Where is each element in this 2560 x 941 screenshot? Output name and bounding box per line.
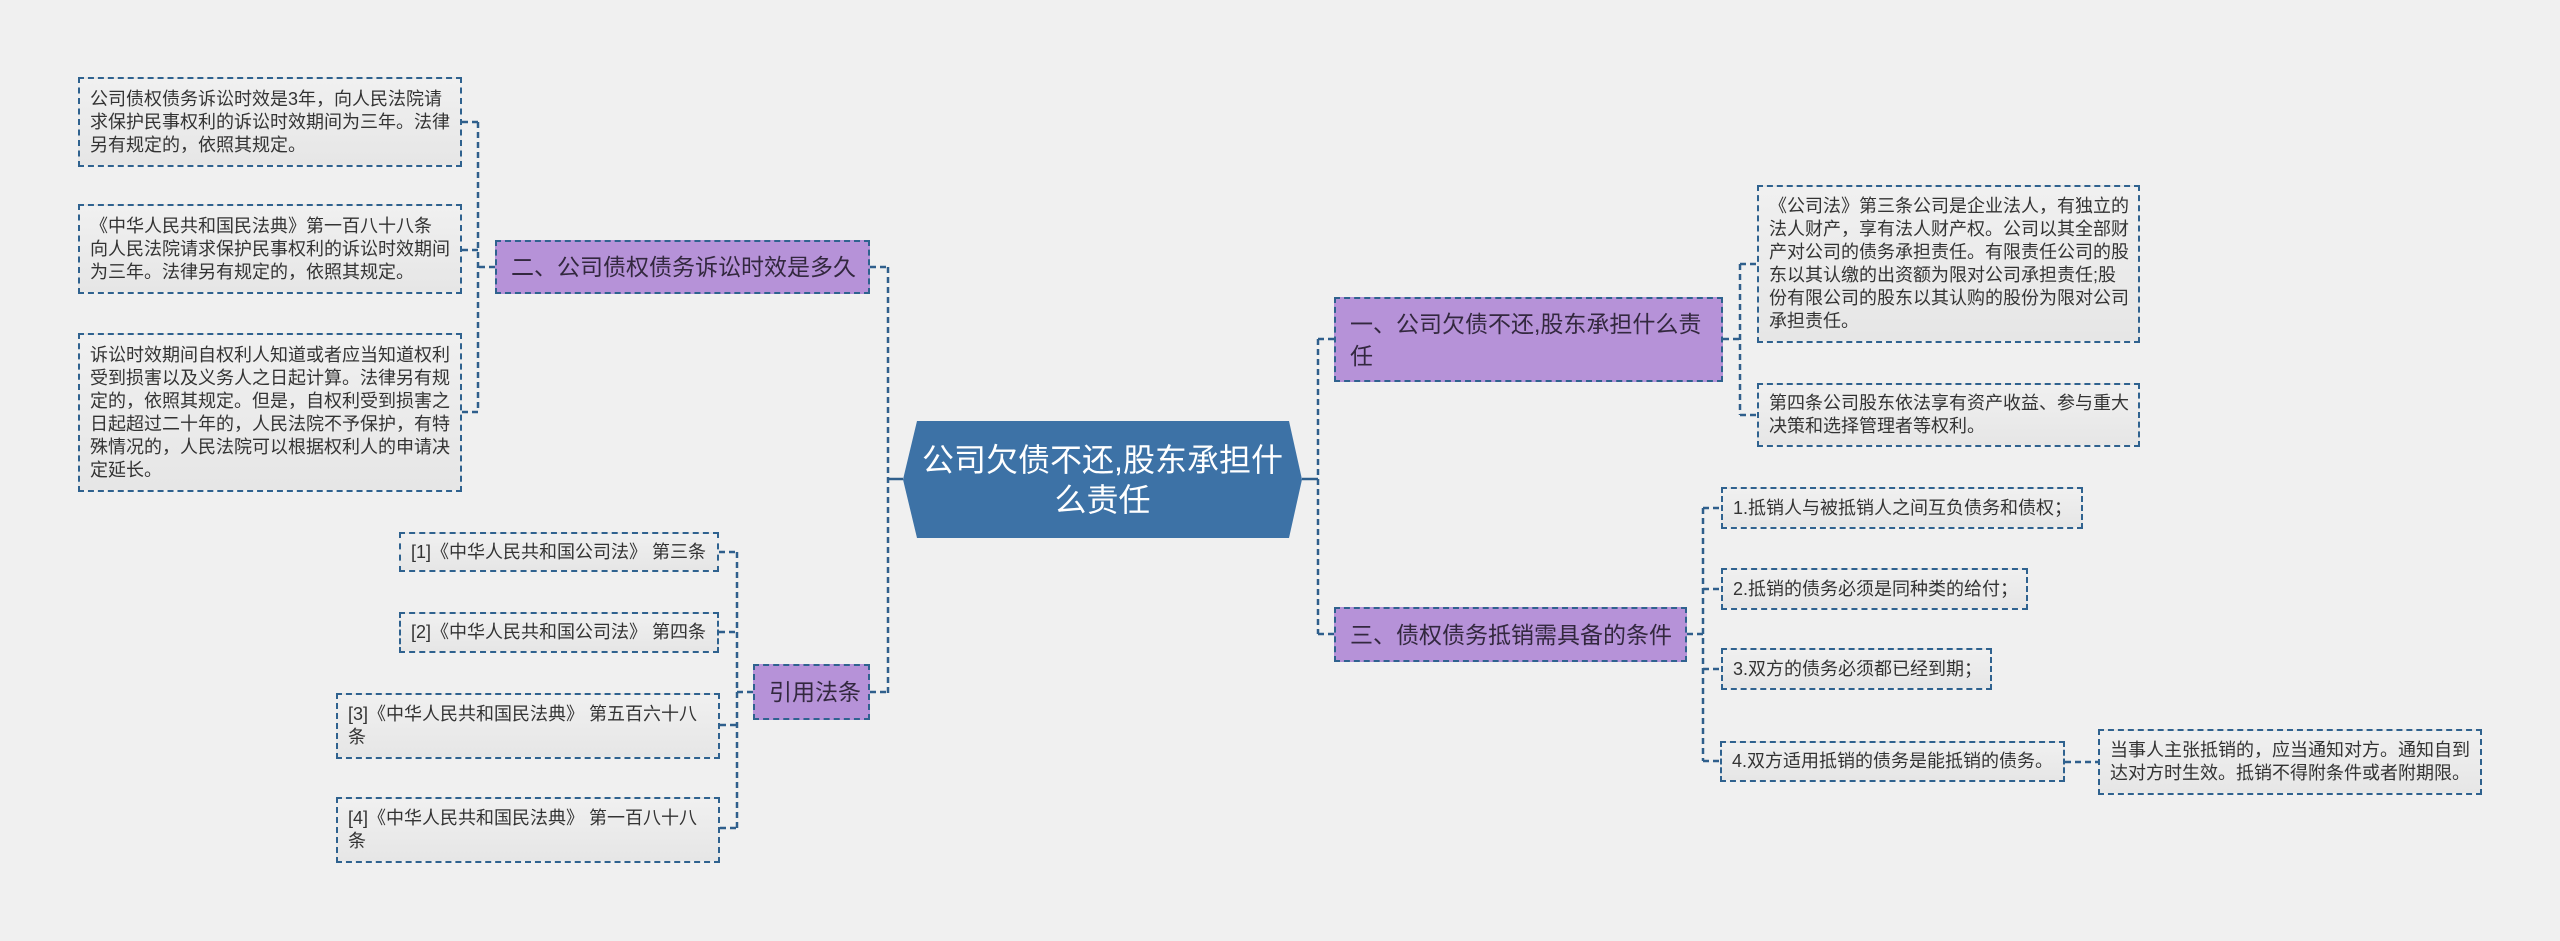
cited-law-2: [2]《中华人民共和国公司法》 第四条: [399, 612, 719, 653]
branch-label: 引用法条: [769, 679, 861, 705]
condition-4: 4.双方适用抵销的债务是能抵销的债务。: [1720, 741, 2065, 782]
leaf-text: 第四条公司股东依法享有资产收益、参与重大决策和选择管理者等权利。: [1769, 393, 2129, 436]
leaf-text: 公司债权债务诉讼时效是3年，向人民法院请求保护民事权利的诉讼时效期间为三年。法律…: [90, 88, 450, 155]
leaf-statute-2: 《中华人民共和国民法典》第一百八十八条 向人民法院请求保护民事权利的诉讼时效期间…: [78, 204, 462, 294]
branch-label: 三、债权债务抵销需具备的条件: [1350, 621, 1672, 648]
leaf-statute-3: 诉讼时效期间自权利人知道或者应当知道权利受到损害以及义务人之日起计算。法律另有规…: [78, 333, 462, 492]
leaf-text: 《公司法》第三条公司是企业法人，有独立的法人财产，享有法人财产权。公司以其全部财…: [1769, 196, 2129, 331]
leaf-text: 当事人主张抵销的，应当通知对方。通知自到达对方时生效。抵销不得附条件或者附期限。: [2110, 740, 2470, 783]
root-topic: 公司欠债不还,股东承担什么责任: [903, 421, 1302, 538]
branch-label: 一、公司欠债不还,股东承担什么责任: [1350, 310, 1702, 369]
cited-law-3: [3]《中华人民共和国民法典》 第五百六十八条: [336, 693, 720, 759]
condition-2: 2.抵销的债务必须是同种类的给付；: [1721, 568, 2028, 610]
cited-law-4: [4]《中华人民共和国民法典》 第一百八十八条: [336, 797, 720, 863]
leaf-text: 1.抵销人与被抵销人之间互负债务和债权；: [1733, 497, 2073, 518]
leaf-text: 3.双方的债务必须都已经到期；: [1733, 658, 1983, 679]
leaf-text: [3]《中华人民共和国民法典》 第五百六十八条: [348, 704, 698, 747]
leaf-text: [4]《中华人民共和国民法典》 第一百八十八条: [348, 808, 698, 851]
leaf-text: 《中华人民共和国民法典》第一百八十八条 向人民法院请求保护民事权利的诉讼时效期间…: [90, 215, 450, 282]
branch-label: 二、公司债权债务诉讼时效是多久: [511, 254, 856, 280]
leaf-text: 4.双方适用抵销的债务是能抵销的债务。: [1732, 751, 2054, 771]
leaf-liability-1: 《公司法》第三条公司是企业法人，有独立的法人财产，享有法人财产权。公司以其全部财…: [1757, 185, 2140, 343]
leaf-statute-1: 公司债权债务诉讼时效是3年，向人民法院请求保护民事权利的诉讼时效期间为三年。法律…: [78, 77, 462, 167]
condition-1: 1.抵销人与被抵销人之间互负债务和债权；: [1721, 487, 2083, 529]
leaf-text: [2]《中华人民共和国公司法》 第四条: [411, 622, 707, 642]
condition-4-note: 当事人主张抵销的，应当通知对方。通知自到达对方时生效。抵销不得附条件或者附期限。: [2098, 729, 2482, 795]
condition-3: 3.双方的债务必须都已经到期；: [1721, 648, 1992, 690]
branch-statute-of-limitations: 二、公司债权债务诉讼时效是多久: [495, 240, 870, 294]
leaf-text: 2.抵销的债务必须是同种类的给付；: [1733, 578, 2019, 599]
leaf-text: [1]《中华人民共和国公司法》 第三条: [411, 541, 707, 562]
branch-cited-laws: 引用法条: [753, 664, 870, 720]
root-topic-title: 公司欠债不还,股东承担什么责任: [922, 441, 1283, 518]
leaf-liability-2: 第四条公司股东依法享有资产收益、参与重大决策和选择管理者等权利。: [1757, 383, 2140, 447]
branch-set-off-conditions: 三、债权债务抵销需具备的条件: [1334, 607, 1687, 662]
cited-law-1: [1]《中华人民共和国公司法》 第三条: [399, 532, 719, 572]
branch-shareholder-liability: 一、公司欠债不还,股东承担什么责任: [1334, 297, 1723, 382]
leaf-text: 诉讼时效期间自权利人知道或者应当知道权利受到损害以及义务人之日起计算。法律另有规…: [90, 344, 450, 480]
